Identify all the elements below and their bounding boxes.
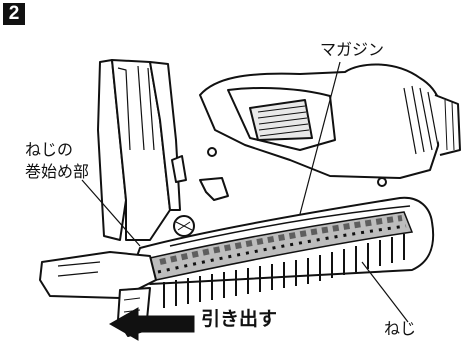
screw-start-label-line1: ねじの <box>25 140 74 159</box>
pull-out-label: 引き出す <box>201 308 278 330</box>
tool-body <box>199 63 461 179</box>
pull-direction-arrow-icon <box>108 307 195 341</box>
screw-coil <box>149 211 414 281</box>
screw-start-label-line2: 巻始め部 <box>25 162 90 181</box>
screw-shafts <box>163 234 405 308</box>
screw-label: ねじ <box>384 319 417 338</box>
screw-leader <box>361 261 409 323</box>
leader-lines <box>81 61 409 323</box>
magazine-label: マガジン <box>320 40 385 59</box>
magazine-leader <box>299 61 341 215</box>
step-number-badge: 2 <box>3 3 25 25</box>
tool-nose <box>97 59 387 241</box>
screw-start-leader <box>81 179 141 247</box>
